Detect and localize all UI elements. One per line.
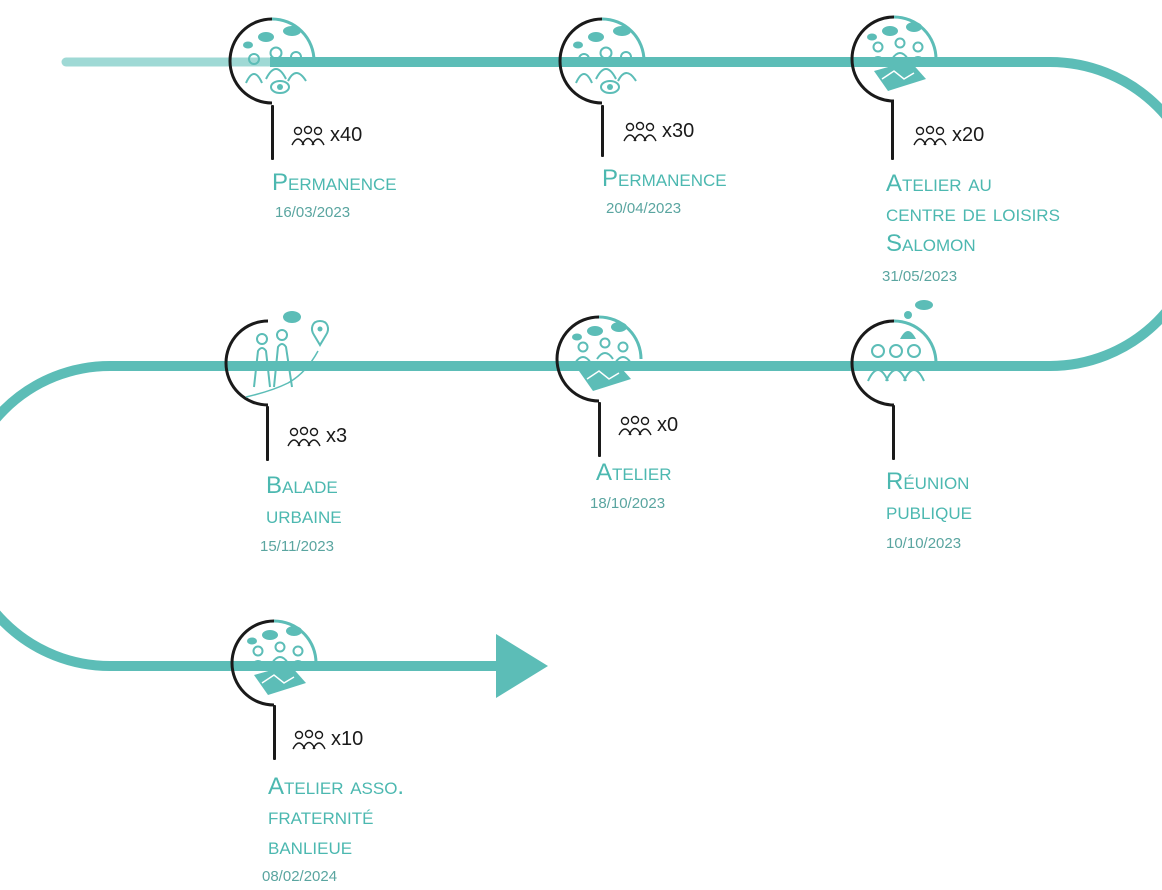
participant-count-value: x0 (657, 414, 679, 436)
event-date: 16/03/2023 (275, 204, 351, 221)
event-title: Réunion publique (886, 467, 972, 527)
event-title: Permanence (602, 164, 727, 194)
people-icon (292, 729, 326, 749)
event-title-line: publique (886, 498, 972, 525)
participant-count: x30 (622, 120, 694, 143)
event-stem (601, 105, 604, 157)
event-title: Atelier (596, 458, 672, 488)
event-title-line: Réunion (886, 468, 970, 495)
participant-count: x40 (290, 124, 362, 147)
event-title-line: fraternité (268, 803, 374, 830)
event-date: 10/10/2023 (886, 535, 962, 552)
event-title-line: centre de loisirs (886, 200, 1060, 227)
event-title-line: Permanence (272, 169, 397, 196)
participant-count: x10 (291, 728, 363, 751)
event-title-line: Atelier asso. (268, 773, 405, 800)
workshop-map-icon (553, 313, 645, 405)
event-date: 20/04/2023 (606, 200, 682, 217)
participant-count: x3 (286, 425, 347, 448)
event-date: 18/10/2023 (590, 495, 666, 512)
event-stem (271, 105, 274, 160)
event-title-line: banlieue (268, 833, 353, 860)
event-title: Permanence (272, 168, 397, 198)
participant-count-value: x20 (952, 124, 985, 146)
group-discussion-icon (556, 15, 648, 107)
participant-count-value: x40 (330, 124, 363, 146)
event-stem (598, 402, 601, 457)
event-date: 08/02/2024 (262, 868, 338, 885)
timeline-main-path (0, 57, 1162, 671)
event-stem (891, 100, 894, 160)
group-discussion-icon (226, 15, 318, 107)
event-title: Atelier asso. fraternité banlieue (268, 772, 404, 862)
public-meeting-icon (848, 300, 940, 409)
workshop-map-icon (228, 617, 320, 709)
urban-walk-icon (222, 311, 329, 409)
participant-count: x0 (617, 414, 678, 437)
workshop-map-icon (848, 13, 940, 105)
event-title-line: Salomon (886, 230, 976, 257)
event-title-line: urbaine (266, 502, 342, 529)
participant-count-value: x10 (331, 728, 364, 750)
timeline-arrowhead (496, 634, 548, 698)
event-stem (273, 705, 276, 760)
event-title-line: Permanence (602, 165, 727, 192)
event-title-line: Atelier au (886, 170, 992, 197)
event-date: 15/11/2023 (260, 538, 334, 555)
participant-count: x20 (912, 124, 984, 147)
people-icon (913, 125, 947, 145)
event-stem (892, 405, 895, 460)
participant-count-value: x3 (326, 425, 348, 447)
event-title: Balade urbaine (266, 471, 342, 531)
people-icon (291, 125, 325, 145)
people-icon (618, 415, 652, 435)
participant-count-value: x30 (662, 120, 695, 142)
people-icon (287, 426, 321, 446)
event-date: 31/05/2023 (882, 268, 958, 285)
event-title-line: Atelier (596, 459, 672, 486)
event-title-line: Balade (266, 472, 338, 499)
event-title: Atelier au centre de loisirs Salomon (886, 169, 1060, 259)
event-stem (266, 406, 269, 461)
people-icon (623, 121, 657, 141)
